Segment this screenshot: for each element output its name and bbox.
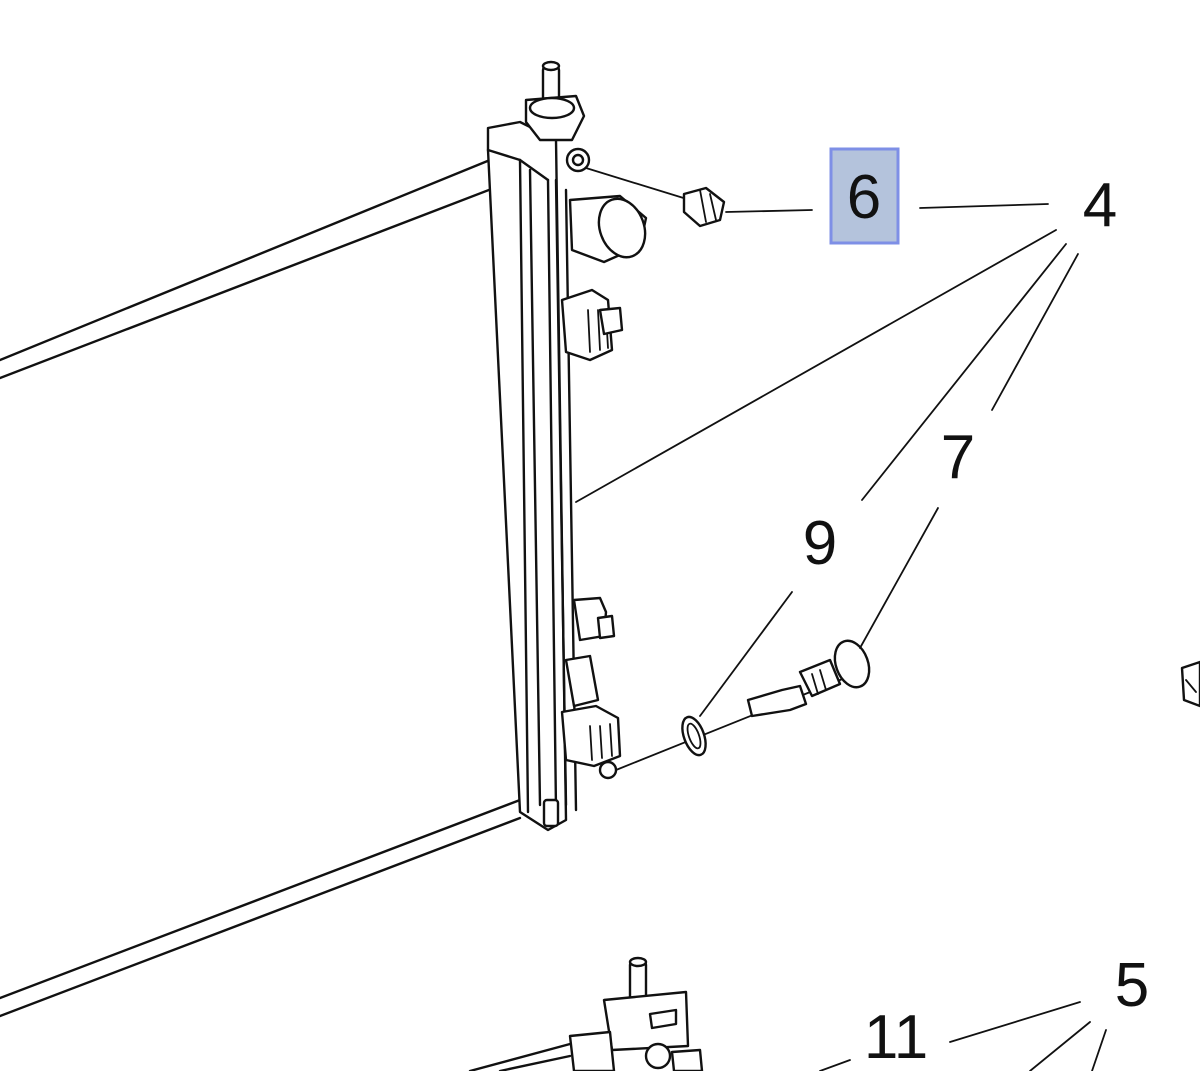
drain-plug: [746, 639, 871, 718]
callout-6[interactable]: 6: [847, 163, 881, 232]
callout-6-highlight[interactable]: [829, 147, 900, 245]
top-mount-pin: [524, 60, 586, 142]
leader-5-a: [1029, 1021, 1091, 1071]
leader-11-left: [819, 1059, 851, 1071]
callout-11[interactable]: 11: [864, 1003, 928, 1071]
upper-hose-neck: [565, 147, 648, 264]
bracket-fragment: [1180, 660, 1200, 708]
radiator-core: [0, 158, 524, 1018]
leader-4-to-6: [919, 203, 1049, 209]
lower-assembly: [468, 956, 704, 1071]
leader-6-to-screw: [725, 209, 813, 213]
callout-7[interactable]: 7: [941, 423, 975, 492]
leader-11-to-5: [949, 1001, 1081, 1043]
leader-4-to-7: [991, 253, 1079, 411]
radiator-side-tank: [486, 120, 578, 832]
bleed-screw: [585, 167, 726, 228]
leader-9-to-ring: [699, 591, 793, 717]
leader-4-to-9: [861, 243, 1067, 501]
leader-5-b: [1091, 1029, 1107, 1071]
upper-clip: [560, 288, 624, 362]
o-ring: [681, 715, 707, 757]
callout-5[interactable]: 5: [1115, 951, 1149, 1020]
callout-9[interactable]: 9: [803, 509, 837, 578]
leader-4-to-radiator: [575, 229, 1057, 503]
leader-7-to-plug: [859, 507, 939, 649]
middle-clip: [572, 596, 616, 642]
lower-clip-assembly: [542, 654, 622, 828]
leader-lines: [575, 203, 1107, 1071]
callout-4[interactable]: 4: [1083, 171, 1117, 240]
